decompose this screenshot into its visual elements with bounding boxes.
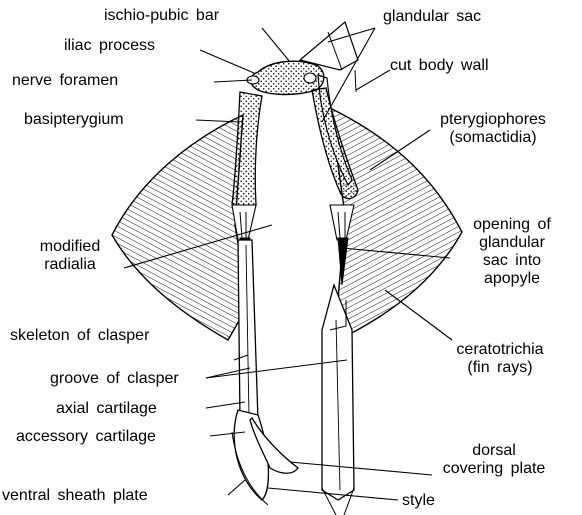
left-pelvic-fin xyxy=(112,115,248,340)
label-dorsal-line1: dorsal xyxy=(418,442,570,460)
label-opening-line1: opening of xyxy=(452,216,572,234)
label-style: style xyxy=(402,492,435,510)
label-pterygiophores-line2: (somactidia) xyxy=(404,129,582,147)
label-ceratotrichia: ceratotrichia (fin rays) xyxy=(430,341,570,377)
label-accessory-cartilage: accessory cartilage xyxy=(16,428,156,446)
label-pterygiophores: pterygiophores (somactidia) xyxy=(404,111,582,147)
left-clasper xyxy=(232,240,298,505)
label-dorsal-covering-plate: dorsal covering plate xyxy=(418,442,570,478)
label-nerve-foramen: nerve foramen xyxy=(12,72,118,90)
label-iliac-process: iliac process xyxy=(64,37,155,55)
label-opening-line4: apopyle xyxy=(452,270,572,288)
label-skeleton-of-clasper: skeleton of clasper xyxy=(10,327,149,345)
label-ischio-pubic-bar: ischio-pubic bar xyxy=(104,7,219,25)
label-ceratotrichia-line2: (fin rays) xyxy=(430,359,570,377)
label-axial-cartilage: axial cartilage xyxy=(56,400,157,418)
label-groove-of-clasper: groove of clasper xyxy=(50,370,179,388)
label-ventral-sheath-plate: ventral sheath plate xyxy=(2,487,148,505)
label-modified-radialia: modified radialia xyxy=(20,238,120,274)
label-basipterygium: basipterygium xyxy=(24,111,124,129)
label-pterygiophores-line1: pterygiophores xyxy=(404,111,582,129)
label-dorsal-line2: covering plate xyxy=(418,460,570,478)
label-glandular-sac: glandular sac xyxy=(383,8,481,26)
label-cut-body-wall: cut body wall xyxy=(390,57,489,75)
label-modified-line1: modified xyxy=(20,238,120,256)
label-modified-line2: radialia xyxy=(20,256,120,274)
left-basipterygium xyxy=(232,92,262,212)
label-opening-line3: sac into xyxy=(452,252,572,270)
label-opening-line2: glandular xyxy=(452,234,572,252)
label-opening-of-glandular-sac: opening of glandular sac into apopyle xyxy=(452,216,572,288)
label-ceratotrichia-line1: ceratotrichia xyxy=(430,341,570,359)
